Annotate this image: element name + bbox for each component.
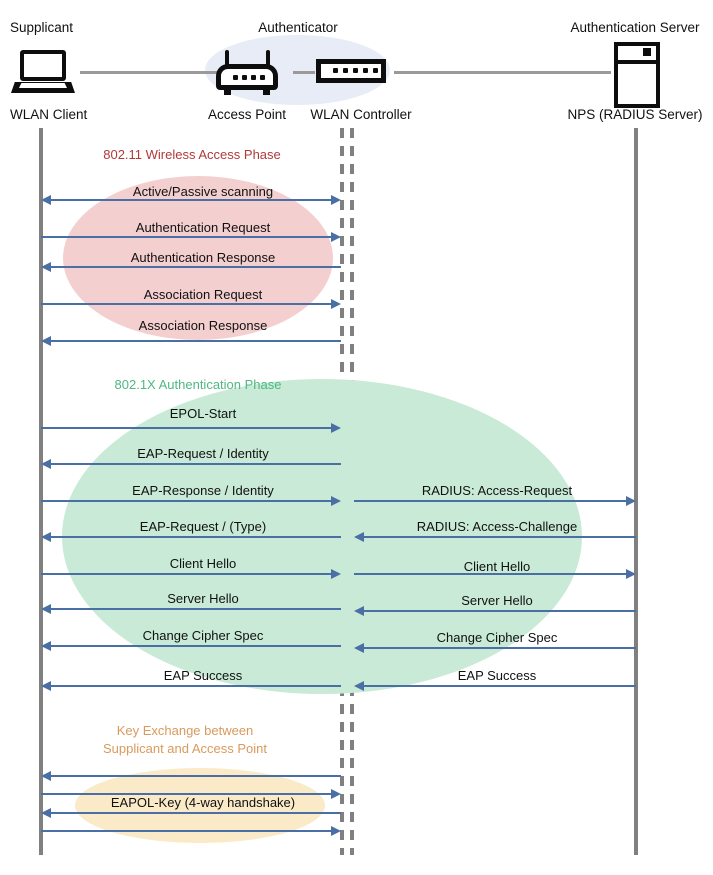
link-client-to-ap — [80, 71, 220, 74]
message-label: EAP Success — [163, 668, 243, 683]
message-label: Change Cipher Spec — [142, 628, 264, 643]
message-label: EAPOL-Key (4-way handshake) — [106, 795, 300, 810]
wireless-router-icon — [216, 50, 278, 96]
actor-role-supplicant: Supplicant — [10, 20, 74, 35]
link-ap-to-controller — [293, 71, 315, 74]
actor-device-nps-radius-server: NPS (RADIUS Server) — [567, 107, 703, 122]
lifeline-supplicant — [39, 128, 43, 855]
laptop-icon — [11, 50, 75, 95]
message-label: EAP Success — [457, 668, 537, 683]
message-label: EAP-Response / Identity — [132, 483, 274, 498]
actor-role-authentication-server: Authentication Server — [570, 20, 700, 35]
phase-802-1x-label: 802.1X Authentication Phase — [114, 377, 282, 392]
phase-key-exchange-label-line2: Supplicant and Access Point — [102, 741, 268, 756]
message-label: Client Hello — [463, 559, 531, 574]
message-label: RADIUS: Access-Request — [421, 483, 573, 498]
message-label: Authentication Request — [135, 220, 271, 235]
phase-802-11-label: 802.11 Wireless Access Phase — [103, 147, 281, 162]
message-label: Client Hello — [169, 556, 237, 571]
message-label: Server Hello — [167, 591, 239, 606]
actor-device-wlan-client: WLAN Client — [10, 107, 88, 122]
actor-device-wlan-controller: WLAN Controller — [310, 107, 412, 122]
lifeline-authentication-server — [634, 128, 638, 855]
message-label: RADIUS: Access-Challenge — [416, 519, 578, 534]
message-label: Server Hello — [461, 593, 533, 608]
server-tower-icon — [614, 42, 660, 108]
network-switch-icon — [316, 59, 386, 83]
message-label: EAP-Request / (Type) — [139, 519, 267, 534]
message-label: Association Request — [143, 287, 263, 302]
actor-role-authenticator: Authenticator — [258, 20, 338, 35]
actor-device-access-point: Access Point — [207, 107, 287, 122]
message-label: Association Response — [138, 318, 268, 333]
message-label: EAP-Request / Identity — [137, 446, 269, 461]
message-label: EPOL-Start — [169, 406, 237, 421]
phase-802-11-blob — [63, 176, 333, 340]
phase-key-exchange-label-line1: Key Exchange between — [116, 723, 254, 738]
message-label: Change Cipher Spec — [436, 630, 558, 645]
message-label: Active/Passive scanning — [132, 184, 274, 199]
message-label: Authentication Response — [130, 250, 276, 265]
link-controller-to-server — [394, 71, 611, 74]
